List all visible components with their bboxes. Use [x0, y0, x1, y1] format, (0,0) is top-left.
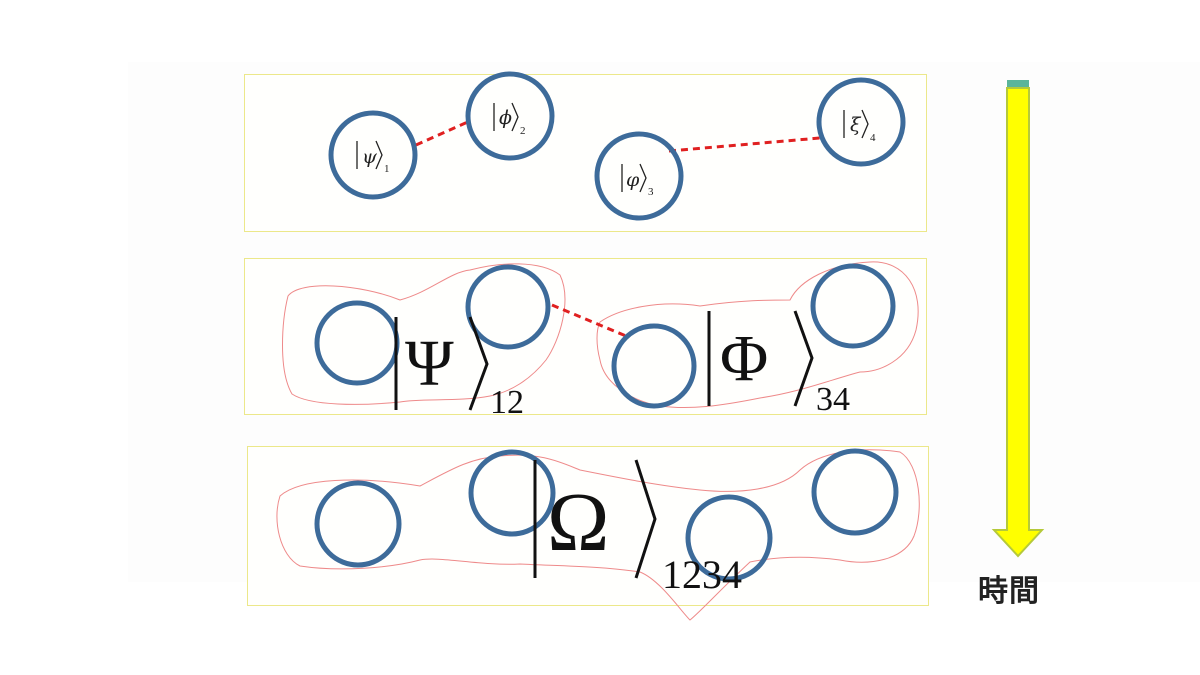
state-symbol: ξ: [850, 114, 862, 136]
state-symbol: ϕ: [499, 107, 512, 129]
particle-1: [314, 480, 402, 568]
particle-3: φ 3: [594, 131, 684, 221]
entanglement-link-1-2: [415, 119, 471, 147]
state-subscript: 34: [816, 381, 850, 418]
region-outline-1234: [276, 449, 920, 621]
state-symbol: Φ: [720, 322, 768, 395]
time-label: 時間: [978, 574, 1040, 609]
particle-4: [810, 263, 896, 349]
particle-1: ψ 1: [328, 110, 418, 200]
state-subscript: 3: [648, 186, 654, 198]
particle-2: ϕ 2: [465, 71, 555, 161]
region-outline-12: [282, 263, 566, 405]
state-subscript: 1: [384, 163, 390, 175]
particle-4: ξ 4: [816, 77, 906, 167]
particle-4: [811, 448, 899, 536]
stage-panel-1: [244, 74, 927, 232]
state-symbol: φ: [626, 169, 640, 191]
particle-1: [314, 300, 400, 386]
state-symbol: Ψ: [405, 327, 454, 400]
ket-phi-34: Φ 34: [707, 310, 850, 418]
particle-3: [611, 323, 697, 409]
region-outline-34: [596, 261, 919, 409]
entanglement-link-3-4: [668, 136, 821, 153]
ket-psi-12: Ψ 12: [394, 316, 524, 421]
entanglement-link-2-3: [551, 303, 627, 338]
particle-3: [685, 494, 773, 582]
state-symbol: ψ: [362, 146, 378, 168]
state-subscript: 1234: [662, 552, 742, 597]
ket-omega-1234: Ω 1234: [533, 459, 742, 597]
state-subscript: 12: [490, 384, 524, 421]
state-subscript: 2: [520, 125, 526, 137]
state-subscript: 4: [870, 132, 876, 144]
particle-2: [465, 264, 551, 350]
stage-panel-2: [244, 258, 927, 415]
particle-2: [468, 449, 556, 537]
time-arrow: [991, 80, 1045, 558]
arrow-down-icon: [991, 87, 1045, 558]
state-symbol: Ω: [547, 476, 609, 569]
stage-panel-3: [247, 446, 929, 606]
